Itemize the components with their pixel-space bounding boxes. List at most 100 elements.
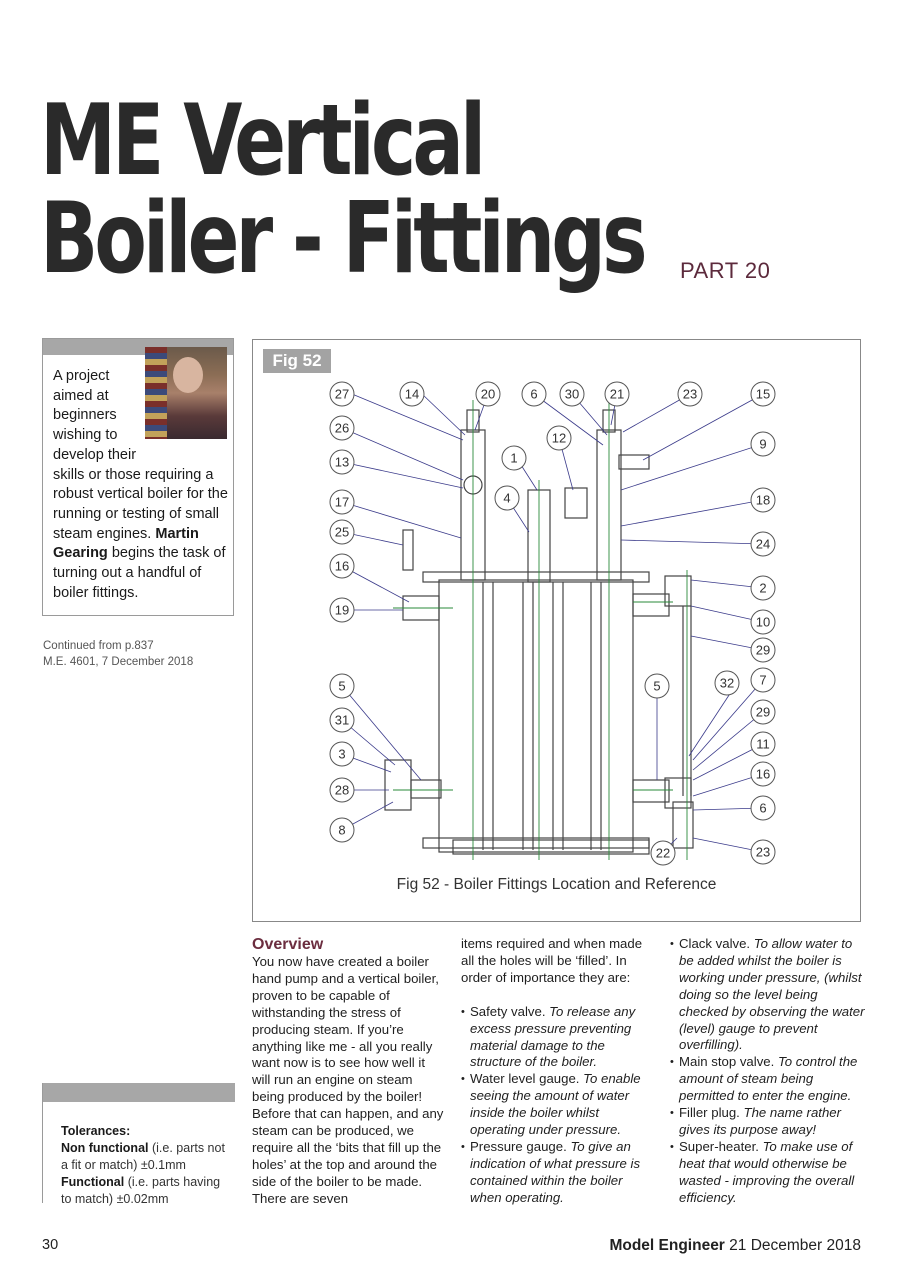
callout-circle	[677, 381, 703, 407]
page-number: 30	[42, 1237, 59, 1253]
callout-number: 26	[335, 421, 349, 436]
functional-text: (i.e. parts having to match) ±0.02mm	[61, 1175, 221, 1206]
non-functional-label: Non functional	[61, 1141, 149, 1155]
callout-circle	[750, 761, 776, 787]
gauge-top-fitting	[664, 575, 692, 607]
callout-circle	[750, 637, 776, 663]
callout-circle	[494, 485, 520, 511]
item-desc: The name rather gives its purpose away!	[679, 1105, 842, 1137]
callout-circle	[329, 415, 355, 441]
callout-number: 29	[756, 705, 770, 720]
callout-number: 29	[756, 643, 770, 658]
article-column-2: items required and when made all the hol…	[461, 936, 655, 1207]
item-desc: To give an indication of what pressure i…	[470, 1138, 641, 1205]
callout-number: 27	[335, 387, 349, 402]
title-line-1: ME Vertical	[40, 84, 486, 198]
article-column-3: Clack valve. To allow water to be added …	[670, 936, 866, 1207]
callout-circle	[546, 425, 572, 451]
plug-25	[402, 529, 414, 571]
callout-number: 2	[759, 581, 766, 596]
callout-number: 3	[338, 747, 345, 762]
callout-circle	[329, 707, 355, 733]
list-item: Super-heater. To make use of heat that w…	[670, 1139, 866, 1207]
callout-number: 11	[756, 737, 770, 752]
issue-date: 21 December 2018	[729, 1237, 861, 1254]
intro-line: aimed at	[53, 387, 109, 404]
list-item: Water level gauge. To enable seeing the …	[461, 1071, 655, 1139]
callout-number: 12	[552, 431, 566, 446]
callout-number: 15	[756, 387, 770, 402]
intro-line: develop their	[53, 446, 137, 463]
item-desc: To release any excess pressure preventin…	[470, 1003, 636, 1070]
callout-number: 10	[756, 615, 770, 630]
author-photo	[145, 347, 227, 439]
callout-circle	[750, 531, 776, 557]
pressure-gauge-fitting	[564, 487, 588, 519]
callout-circle	[329, 381, 355, 407]
intro-text: A project aimed at beginners wishing to …	[53, 367, 229, 603]
item-desc: To enable seeing the amount of water ins…	[470, 1071, 641, 1138]
item-name: Filler plug.	[679, 1105, 740, 1121]
callout-circle	[714, 670, 740, 696]
callout-circle	[750, 699, 776, 725]
callout-circle	[644, 673, 670, 699]
intro-line: wishing to	[53, 427, 118, 444]
tolerances-heading: Tolerances:	[61, 1124, 131, 1138]
centre-lines	[393, 400, 688, 860]
item-name: Safety valve.	[470, 1003, 546, 1019]
callout-number: 6	[530, 387, 537, 402]
callout-circle	[750, 381, 776, 407]
callout-number: 16	[335, 559, 349, 574]
callout-circle	[559, 381, 585, 407]
callout-circle	[750, 575, 776, 601]
callout-number: 1	[510, 451, 517, 466]
tolerances-text: Tolerances: Non functional (i.e. parts n…	[61, 1123, 233, 1208]
callout-number: 5	[653, 679, 660, 694]
callout-circle	[750, 839, 776, 865]
callout-number: 28	[335, 783, 349, 798]
tolerances-box: Tolerances: Non functional (i.e. parts n…	[42, 1083, 235, 1206]
part-number: PART 20	[680, 258, 771, 283]
callout-circle	[501, 445, 527, 471]
magazine-name: Model Engineer	[609, 1237, 725, 1254]
callout-circle	[329, 489, 355, 515]
footer-credit: Model Engineer 21 December 2018	[609, 1237, 861, 1255]
list-item: Safety valve. To release any excess pres…	[461, 1004, 655, 1072]
item-name: Main stop valve.	[679, 1054, 775, 1070]
callout-number: 21	[610, 387, 624, 402]
callout-circle	[750, 431, 776, 457]
callout-number: 23	[683, 387, 697, 402]
list-item: Filler plug. The name rather gives its p…	[670, 1105, 866, 1139]
drain-valve	[672, 801, 694, 849]
face-graphic	[173, 357, 203, 393]
intro-rest: skills or those requiring a robust verti…	[53, 466, 228, 542]
callout-number: 19	[335, 603, 349, 618]
callout-circle	[475, 381, 501, 407]
callout-circle	[750, 731, 776, 757]
items-intro: items required and when made all the hol…	[461, 936, 643, 985]
intro-after: begins the task of turning out a handful…	[53, 545, 226, 601]
callout-number: 9	[759, 437, 766, 452]
callout-circle	[329, 449, 355, 475]
callout-number: 25	[335, 525, 349, 540]
callout-number: 18	[756, 493, 770, 508]
intro-line: beginners	[53, 407, 117, 424]
list-item: Clack valve. To allow water to be added …	[670, 936, 866, 1054]
bookshelf-graphic	[145, 347, 167, 439]
item-desc: To make use of heat that would otherwise…	[679, 1138, 855, 1205]
article-title: ME Vertical Boiler - Fittings	[40, 92, 695, 288]
callout-number: 30	[565, 387, 579, 402]
item-name: Super-heater.	[679, 1138, 759, 1154]
callout-number: 17	[335, 495, 349, 510]
callout-number: 16	[756, 767, 770, 782]
callout-circle	[329, 553, 355, 579]
author-name: Martin Gearing	[53, 525, 199, 562]
callout-number: 5	[338, 679, 345, 694]
non-functional-text: (i.e. parts not a fit or match) ±0.1mm	[61, 1141, 225, 1172]
base-ring	[452, 839, 650, 855]
functional-label: Functional	[61, 1175, 125, 1189]
callout-number: 14	[405, 387, 419, 402]
callout-circle	[521, 381, 547, 407]
intro-line: A project	[53, 368, 110, 384]
